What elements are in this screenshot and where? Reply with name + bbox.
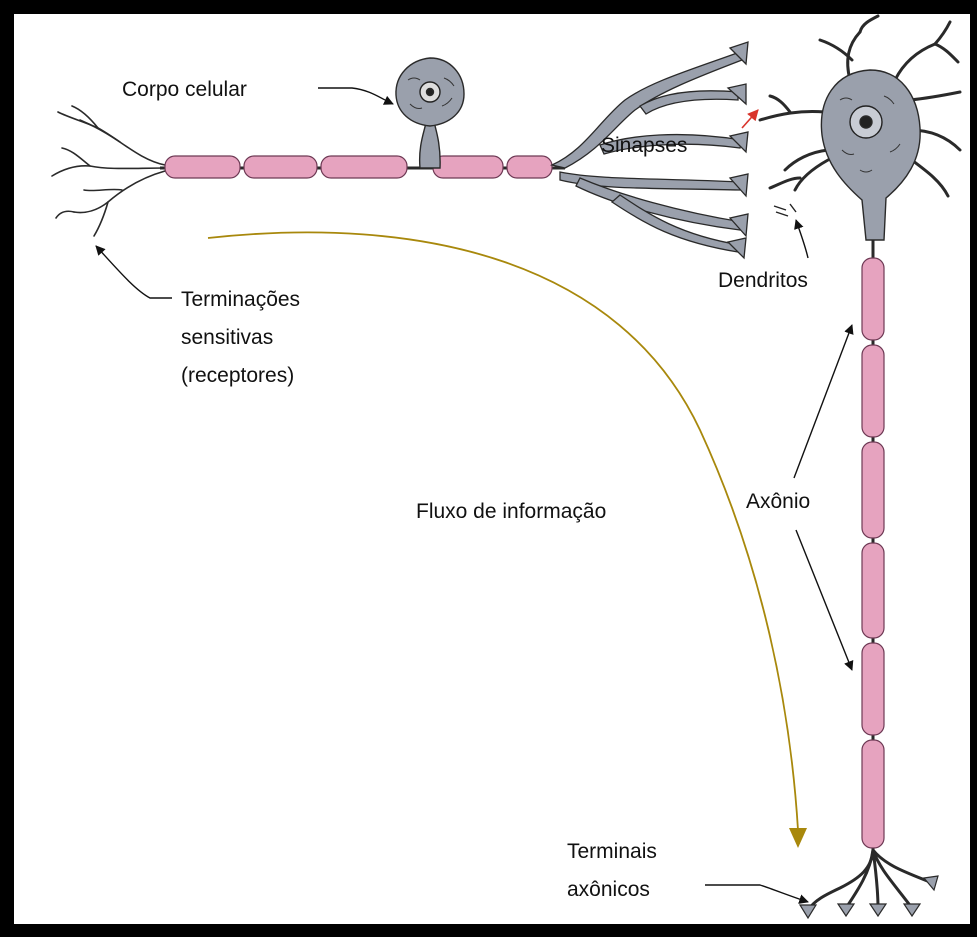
- label-axon: Axônio: [746, 490, 810, 513]
- myelin-sheath-horizontal: [165, 156, 552, 178]
- label-receptors-line2: sensitivas: [181, 326, 273, 349]
- label-synapses: Sinapses: [601, 134, 687, 157]
- label-terminals-line1: Terminais: [567, 840, 657, 863]
- label-receptors-line1: Terminações: [181, 288, 300, 311]
- label-receptors-line3: (receptores): [181, 364, 294, 387]
- label-cell-body: Corpo celular: [122, 78, 247, 101]
- label-terminals-line2: axônicos: [567, 878, 650, 901]
- label-info-flow: Fluxo de informação: [416, 500, 606, 523]
- label-dendrites: Dendritos: [718, 269, 808, 292]
